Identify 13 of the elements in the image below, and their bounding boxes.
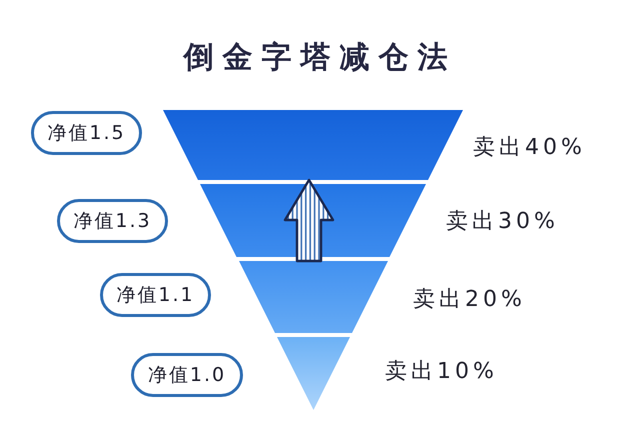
pyramid-band	[163, 110, 463, 180]
sell-share-label: 卖出10%	[385, 358, 498, 386]
net-value-tag: 净值1.1	[100, 273, 211, 317]
sell-share-label: 卖出30%	[446, 208, 559, 236]
sell-share-label: 卖出20%	[413, 286, 526, 314]
pyramid-band	[238, 261, 388, 333]
net-value-tag: 净值1.5	[31, 111, 142, 155]
sell-share-label: 卖出40%	[473, 134, 586, 162]
net-value-tag: 净值1.0	[131, 353, 243, 397]
pyramid-band	[276, 337, 350, 410]
block-arrow	[284, 178, 334, 262]
diagram-title: 倒金字塔减仓法	[182, 39, 458, 77]
net-value-tag: 净值1.3	[57, 199, 168, 243]
